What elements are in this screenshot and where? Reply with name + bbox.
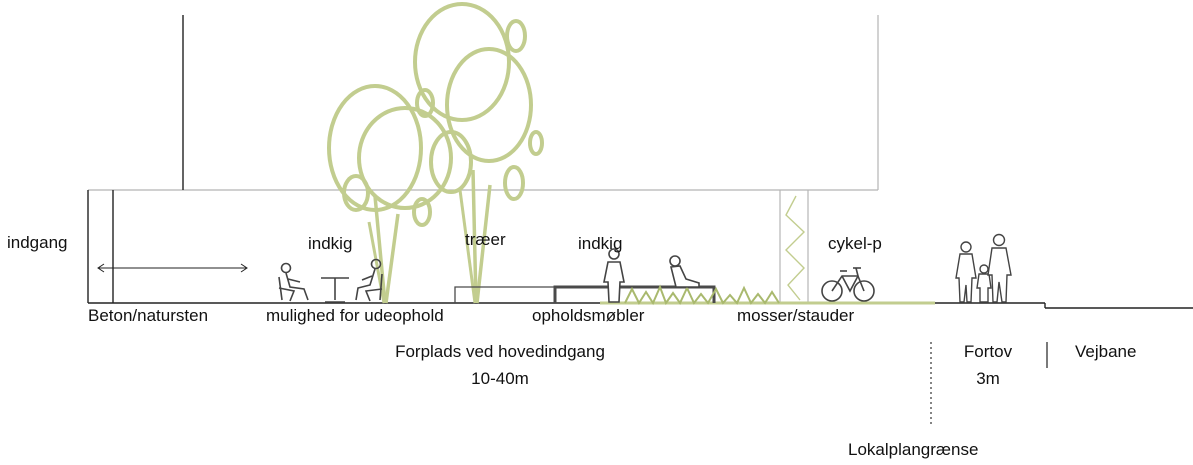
cafe-table-icon <box>321 277 349 303</box>
label-sidewalk: Fortov <box>963 342 1013 361</box>
lounging-person-icon <box>669 255 700 288</box>
label-bike-parking: cykel-p <box>828 234 882 253</box>
label-trees: træer <box>465 230 506 249</box>
tree-left <box>327 84 453 304</box>
bench-light <box>454 286 555 303</box>
label-view-left: indkig <box>308 234 353 253</box>
building-facade-edge <box>87 15 184 303</box>
pedestrians-icon <box>955 233 1012 303</box>
label-view-right: indkig <box>578 234 623 253</box>
building-outline <box>88 15 879 303</box>
label-planting: mosser/stauder <box>737 306 855 325</box>
label-paving: Beton/natursten <box>88 306 209 325</box>
grass-tufts <box>624 284 780 306</box>
label-sidewalk-width: 3m <box>976 369 1000 388</box>
label-outdoor-stay: mulighed for udeophold <box>266 306 444 325</box>
label-forecourt-title: Forplads ved hovedindgang <box>395 342 605 361</box>
label-furniture: opholdsmøbler <box>532 306 645 325</box>
standing-person-icon <box>603 248 625 303</box>
tree-right <box>413 2 544 304</box>
label-forecourt-width: 10-40m <box>471 369 529 388</box>
entrance-arrow <box>97 263 248 273</box>
label-plan-boundary: Lokalplangrænse <box>848 440 979 459</box>
bench-dark <box>553 285 716 303</box>
seated-person-right-icon <box>355 258 383 302</box>
label-entrance: indgang <box>7 233 68 252</box>
bicycle-icon <box>821 267 875 302</box>
label-road: Vejbane <box>1075 342 1137 361</box>
seated-person-left-icon <box>278 262 309 302</box>
zigzag-screen <box>785 195 806 301</box>
